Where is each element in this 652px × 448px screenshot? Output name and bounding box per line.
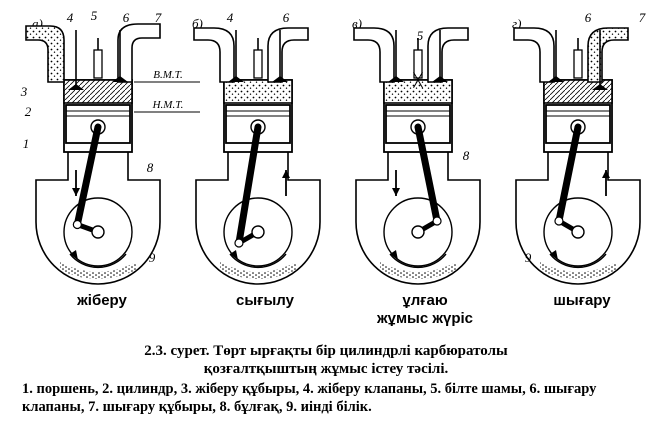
engine-panel-1: а) 1 2 3 4 5 6 7 8 9 В.М.Т. Н.М.Т. <box>20 8 200 285</box>
crank-pin <box>234 238 244 248</box>
stage-label-expansion-sub: жұмыс жүріс <box>376 310 474 327</box>
engine-panel-2: б) 4 6 <box>192 10 321 285</box>
rotation-arc <box>69 253 127 268</box>
exhaust-pipe <box>587 27 629 83</box>
spark-ray <box>413 79 419 89</box>
exhaust-valve-head <box>112 76 128 82</box>
crankcase <box>195 149 321 285</box>
panel-letter: в) <box>352 16 362 31</box>
tdc-label: В.М.Т. <box>153 69 183 81</box>
combustion-chamber <box>383 79 453 104</box>
intake-pipe <box>513 27 555 83</box>
part-number-8: 8 <box>147 160 154 175</box>
bdc-label: Н.М.Т. <box>152 99 184 111</box>
exhaust-pipe <box>117 23 161 83</box>
intake-pipe <box>25 25 65 83</box>
part-number-4: 4 <box>227 10 234 25</box>
figure-caption-line1: 2.3. сурет. Төрт ырғақты бір цилиндрлі к… <box>144 343 508 359</box>
part-number-9: 9 <box>149 250 156 265</box>
figure-caption-line2: қозғалтқыштың жұмыс істеу тәсілі. <box>203 361 449 377</box>
crank-flywheel <box>63 197 133 267</box>
spark-plug <box>93 49 103 79</box>
connecting-rod <box>73 123 102 228</box>
panel-letter: б) <box>192 16 203 31</box>
stage-label-compression: сығылу <box>236 292 294 309</box>
part-number-1: 1 <box>23 136 30 151</box>
part-number-6: 6 <box>585 10 592 25</box>
panel-letter: г) <box>512 16 521 31</box>
rotation-arrow-head <box>390 250 398 260</box>
crankshaft <box>251 225 265 239</box>
figure-legend: 1. поршень, 2. цилиндр, 3. жіберу құбыры… <box>22 381 597 415</box>
part-number-8: 8 <box>463 148 470 163</box>
part-number-7: 7 <box>155 10 162 25</box>
combustion-chamber <box>63 79 133 104</box>
oil-sump <box>380 262 456 279</box>
rotation-arc <box>389 253 447 268</box>
intake-pipe <box>193 27 235 83</box>
stage-label-expansion: ұлғаю <box>402 292 448 309</box>
rotation-arrow-head <box>230 250 238 260</box>
piston-motion-arrow-head <box>392 188 400 196</box>
spark-ray <box>417 79 423 89</box>
crankshaft <box>91 225 105 239</box>
oil-sump <box>540 262 616 279</box>
part-number-9: 9 <box>525 250 532 265</box>
crank-pin <box>432 216 442 226</box>
piston-motion-arrow-head <box>282 170 290 178</box>
crank-pin <box>554 216 564 226</box>
part-number-5: 5 <box>417 28 424 43</box>
engine-cycle-diagram: а) 1 2 3 4 5 6 7 8 9 В.М.Т. Н.М.Т. б) 4 6 в) 5 8 г) 6 7 9 <box>20 8 646 285</box>
oil-sump <box>60 262 136 279</box>
part-number-6: 6 <box>283 10 290 25</box>
crankshaft <box>571 225 585 239</box>
part-number-6: 6 <box>123 10 130 25</box>
piston-motion-arrow-head <box>602 170 610 178</box>
spark-ray <box>417 71 423 81</box>
piston-motion-arrow-head <box>72 188 80 196</box>
crank-pin <box>72 219 82 230</box>
crank-flywheel <box>223 197 293 267</box>
crankcase <box>355 149 481 285</box>
panel-letter: а) <box>32 16 43 31</box>
connecting-rod <box>235 123 262 247</box>
engine-panel-3: в) 5 8 <box>352 16 481 285</box>
stage-label-exhaust: шығару <box>553 292 611 309</box>
intake-valve-head <box>228 76 244 82</box>
exhaust-pipe <box>267 27 309 83</box>
crank-flywheel <box>383 197 453 267</box>
oil-sump <box>220 262 296 279</box>
intake-pipe <box>353 27 395 83</box>
stage-label-intake: жіберу <box>77 292 127 309</box>
spark-plug <box>413 49 423 79</box>
intake-valve-head <box>548 76 564 82</box>
intake-valve-head <box>68 84 84 90</box>
connecting-rod <box>414 123 441 225</box>
crank-flywheel <box>543 197 613 267</box>
combustion-chamber <box>543 79 613 104</box>
rotation-arc <box>229 253 287 268</box>
exhaust-valve-head <box>272 76 288 82</box>
rotation-arrow-head <box>550 250 558 260</box>
exhaust-pipe <box>427 27 469 83</box>
exhaust-valve-head <box>432 76 448 82</box>
connecting-rod <box>555 123 582 225</box>
part-number-3: 3 <box>20 84 28 99</box>
crankshaft <box>411 225 425 239</box>
rotation-arrow-head <box>70 250 78 260</box>
spark-ray <box>413 71 419 81</box>
part-number-5: 5 <box>91 8 98 23</box>
crankcase <box>35 149 161 285</box>
crankcase <box>515 149 641 285</box>
engine-panel-4: г) 6 7 9 <box>512 10 646 285</box>
spark-plug <box>573 49 583 79</box>
intake-valve-head <box>388 76 404 82</box>
part-number-4: 4 <box>67 10 74 25</box>
combustion-chamber <box>223 79 293 104</box>
part-number-2: 2 <box>25 104 32 119</box>
exhaust-valve-head <box>592 84 608 90</box>
rotation-arc <box>549 253 607 268</box>
part-number-7: 7 <box>639 10 646 25</box>
spark-plug <box>253 49 263 79</box>
